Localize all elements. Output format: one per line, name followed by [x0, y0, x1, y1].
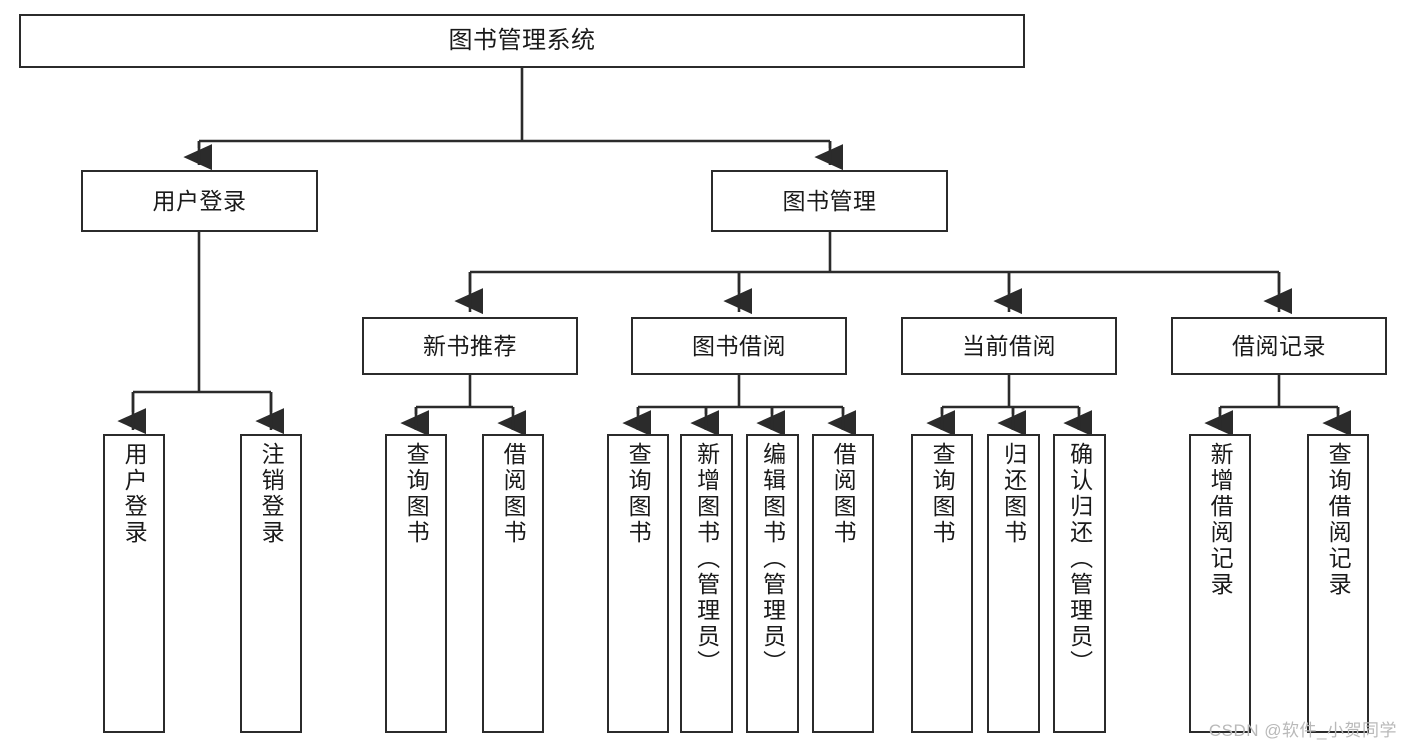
node-label: 用户登录	[152, 187, 247, 214]
node-label: 借阅记录	[1232, 332, 1326, 359]
node-label: 确认归还（管理员）	[1066, 442, 1093, 676]
node-book-borrowing[interactable]: 图书借阅	[631, 317, 847, 375]
node-leaf-query-borrow-record[interactable]: 查询借阅记录	[1307, 434, 1369, 733]
node-leaf-query-book-borrow[interactable]: 查询图书	[607, 434, 669, 733]
node-label: 借阅图书	[830, 442, 857, 546]
node-label: 查询图书	[929, 442, 956, 546]
node-book-management[interactable]: 图书管理	[711, 170, 948, 232]
node-label: 归还图书	[1000, 442, 1027, 546]
node-leaf-add-borrow-record[interactable]: 新增借阅记录	[1189, 434, 1251, 733]
node-label: 借阅图书	[500, 442, 527, 546]
node-leaf-borrow-book[interactable]: 借阅图书	[812, 434, 874, 733]
node-new-book-recommendation[interactable]: 新书推荐	[362, 317, 578, 375]
node-leaf-return-book[interactable]: 归还图书	[987, 434, 1040, 733]
node-label: 编辑图书（管理员）	[759, 442, 786, 676]
node-leaf-add-book-admin[interactable]: 新增图书（管理员）	[680, 434, 733, 733]
node-user-login[interactable]: 用户登录	[81, 170, 318, 232]
node-label: 新增图书（管理员）	[693, 442, 720, 676]
node-label: 当前借阅	[962, 332, 1056, 359]
node-label: 查询图书	[625, 442, 652, 546]
node-leaf-edit-book-admin[interactable]: 编辑图书（管理员）	[746, 434, 799, 733]
node-leaf-logout[interactable]: 注销登录	[240, 434, 302, 733]
node-leaf-borrow-book-recommend[interactable]: 借阅图书	[482, 434, 544, 733]
node-label: 图书管理	[782, 187, 877, 214]
node-leaf-query-book-recommend[interactable]: 查询图书	[385, 434, 447, 733]
node-leaf-query-book-current[interactable]: 查询图书	[911, 434, 973, 733]
node-current-borrowing[interactable]: 当前借阅	[901, 317, 1117, 375]
node-label: 图书借阅	[692, 332, 786, 359]
node-root-book-management-system[interactable]: 图书管理系统	[19, 14, 1025, 68]
node-label: 新书推荐	[423, 332, 517, 359]
node-label: 注销登录	[258, 442, 285, 546]
node-leaf-user-login[interactable]: 用户登录	[103, 434, 165, 733]
node-borrowing-record[interactable]: 借阅记录	[1171, 317, 1387, 375]
node-label: 查询图书	[403, 442, 430, 546]
node-label: 查询借阅记录	[1325, 442, 1352, 598]
node-label: 图书管理系统	[448, 27, 596, 55]
csdn-watermark: CSDN @软件_小贺同学	[1208, 721, 1397, 740]
node-label: 用户登录	[121, 442, 148, 546]
node-leaf-confirm-return-admin[interactable]: 确认归还（管理员）	[1053, 434, 1106, 733]
node-label: 新增借阅记录	[1207, 442, 1234, 598]
